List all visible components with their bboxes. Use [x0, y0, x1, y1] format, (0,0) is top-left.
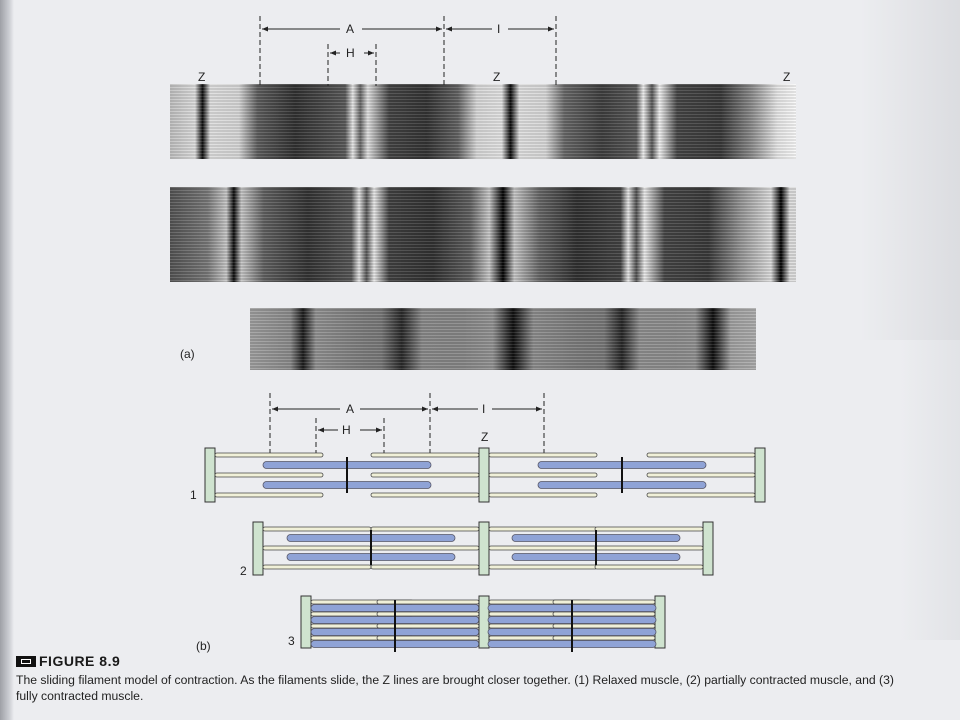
- row1-sarcomere-right-thin-filament-left-0: [488, 452, 598, 458]
- panel-a-label: (a): [180, 347, 195, 361]
- row1-sarcomere-left-thin-filament-right-2: [370, 492, 480, 498]
- row2-sarcomere-left-thin-filament-left-2: [262, 564, 372, 570]
- panel-a-a-band-label: A: [346, 22, 355, 36]
- row2-sarcomere-left-thin-filament-right-0: [370, 526, 480, 532]
- row-number-2: 2: [240, 564, 247, 578]
- row3-sarcomere-right-z-disc-right: [654, 595, 666, 649]
- row2-sarcomere-left-thin-filament-left-1: [262, 545, 372, 551]
- row3-sarcomere-right-thin-filament-right-0: [552, 599, 656, 605]
- panel-b-i-band-label: I: [482, 402, 486, 416]
- micrograph-relaxed: [170, 84, 796, 159]
- figure-icon: [16, 655, 36, 667]
- caption-text: The sliding filament model of contractio…: [16, 673, 894, 703]
- row3-sarcomere-left-z-disc-left: [300, 595, 312, 649]
- row1-sarcomere-left-thin-filament-left-1: [214, 472, 324, 478]
- figure-caption: FIGURE 8.9 The sliding filament model of…: [16, 653, 916, 704]
- row1-sarcomere-right-thin-filament-left-1: [488, 472, 598, 478]
- micrograph-fully-contracted: [250, 308, 756, 370]
- row3-sarcomere-right-thin-filament-right-1: [552, 611, 656, 617]
- row2-sarcomere-left-thin-filament-right-2: [370, 564, 480, 570]
- row2-sarcomere-right-z-disc-right: [702, 521, 714, 576]
- panel-a-i-band-label: I: [497, 22, 501, 36]
- micrograph-partially-contracted: [170, 187, 796, 282]
- row1-sarcomere-right-thin-filament-right-0: [646, 452, 756, 458]
- page-bleed-through: [860, 0, 960, 340]
- row1-sarcomere-right-thin-filament-right-1: [646, 472, 756, 478]
- row3-sarcomere-right-z-disc-left: [478, 595, 490, 649]
- row1-sarcomere-left-z-disc-left: [204, 447, 216, 503]
- panel-a-z-label-left: Z: [198, 70, 206, 84]
- panel-b-a-band-label: A: [346, 402, 355, 416]
- row1-sarcomere-left-thin-filament-left-2: [214, 492, 324, 498]
- panel-a-z-label-center: Z: [493, 70, 501, 84]
- row2-sarcomere-right-thin-filament-right-1: [594, 545, 704, 551]
- row1-sarcomere-left-thin-filament-right-0: [370, 452, 480, 458]
- row2-sarcomere-right-thin-filament-left-0: [488, 526, 598, 532]
- row-number-3: 3: [288, 634, 295, 648]
- row2-sarcomere-left-z-disc-left: [252, 521, 264, 576]
- panel-b-label: (b): [196, 639, 211, 653]
- row3-sarcomere-right-thin-filament-right-3: [552, 635, 656, 641]
- row-number-1: 1: [190, 488, 197, 502]
- row2-sarcomere-right-thin-filament-right-2: [594, 564, 704, 570]
- panel-a-h-zone-label: H: [346, 46, 355, 60]
- row2-sarcomere-right-thin-filament-left-1: [488, 545, 598, 551]
- row1-sarcomere-left-thin-filament-left-0: [214, 452, 324, 458]
- row1-sarcomere-right-thin-filament-left-2: [488, 492, 598, 498]
- row3-sarcomere-left-thin-filament-right-3: [376, 635, 480, 641]
- row1-sarcomere-right-z-disc-right: [754, 447, 766, 503]
- figure-number-text: FIGURE 8.9: [39, 653, 121, 669]
- page-binding-edge: [0, 0, 14, 720]
- row2-sarcomere-left-thin-filament-left-0: [262, 526, 372, 532]
- panel-b-h-zone-label: H: [342, 423, 351, 437]
- row1-sarcomere-right-z-disc-left: [478, 447, 490, 503]
- panel-a-dimension-markers: [259, 16, 557, 86]
- row3-sarcomere-left-thin-filament-right-2: [376, 623, 480, 629]
- row1-sarcomere-right-thin-filament-right-2: [646, 492, 756, 498]
- row2-sarcomere-right-z-disc-left: [478, 521, 490, 576]
- row2-sarcomere-right-thin-filament-left-2: [488, 564, 598, 570]
- row2-sarcomere-right-thin-filament-right-0: [594, 526, 704, 532]
- row1-sarcomere-left-thin-filament-right-1: [370, 472, 480, 478]
- row3-sarcomere-left-thin-filament-right-1: [376, 611, 480, 617]
- row3-sarcomere-right-thin-filament-right-2: [552, 623, 656, 629]
- panel-b-z-label: Z: [481, 430, 489, 444]
- figure-number: FIGURE 8.9: [16, 653, 916, 669]
- panel-a-z-label-right: Z: [783, 70, 791, 84]
- page-bleed-through-lower: [900, 340, 960, 640]
- row2-sarcomere-left-thin-filament-right-1: [370, 545, 480, 551]
- row3-sarcomere-left-thin-filament-right-0: [376, 599, 480, 605]
